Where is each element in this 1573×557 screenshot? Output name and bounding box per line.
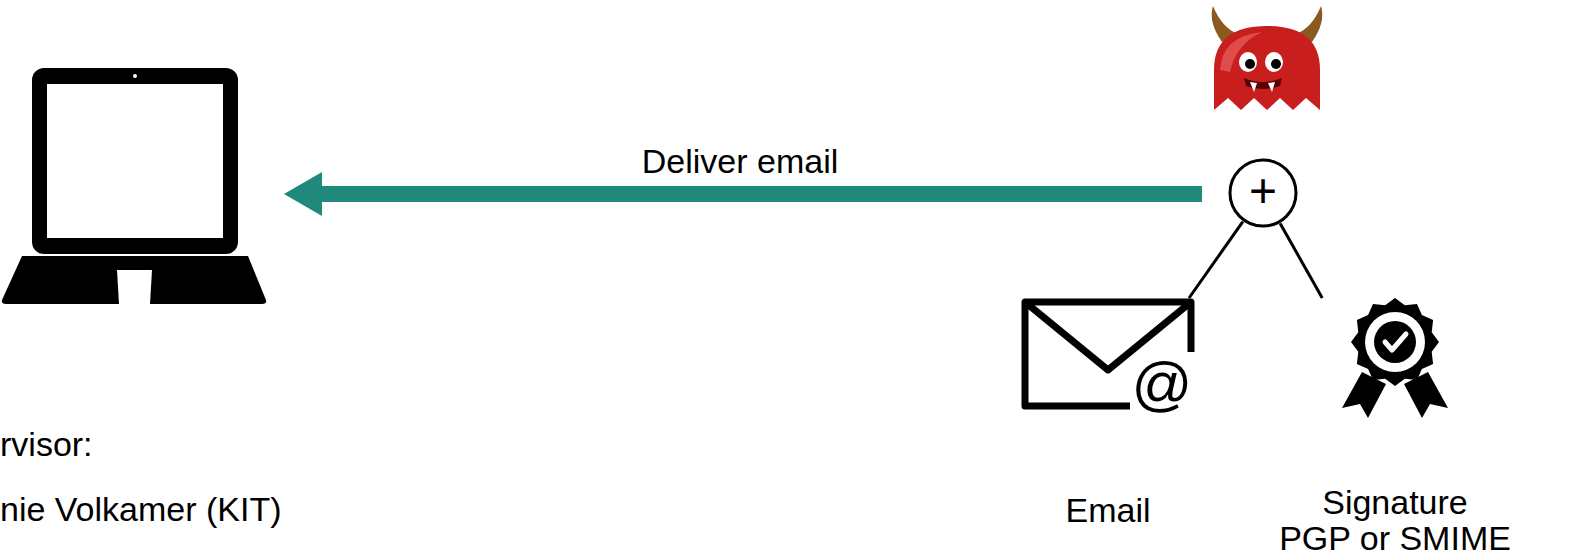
text-label: nie Volkamer (KIT) [0,490,282,528]
laptop-icon [2,68,266,304]
text-label: Deliver email [642,142,839,180]
attacker-devil [1212,6,1323,110]
signature-badge-icon [1342,298,1448,418]
icon-node: SignaturePGP or SMIME [1290,298,1500,556]
combine-circle: + [1228,158,1298,228]
plus-symbol: + [1249,167,1277,215]
node-caption: PGP or SMIME [1279,520,1511,556]
text-label: @ [1132,350,1193,417]
text-label: rvisor: [0,425,93,463]
node-caption: Signature [1322,484,1468,520]
connector-line [1189,222,1243,298]
connector-line [1280,223,1322,298]
node-caption: Email [1065,492,1150,528]
